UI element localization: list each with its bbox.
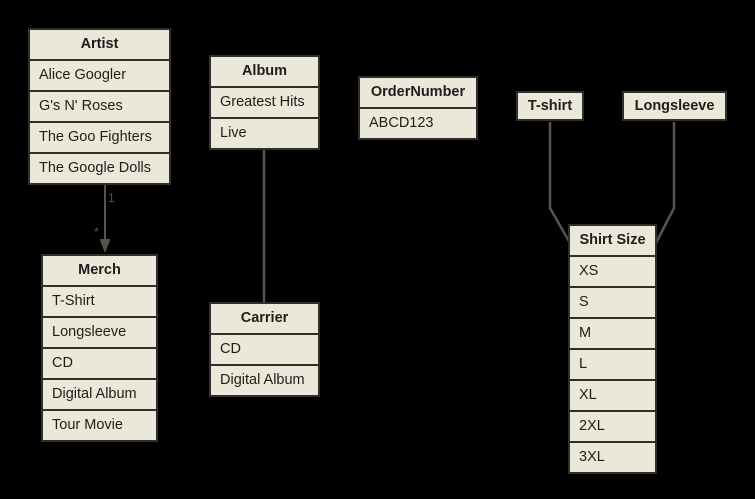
entity-carrier-row[interactable]: CD (211, 335, 318, 364)
entity-album-row[interactable]: Greatest Hits (211, 88, 318, 117)
entity-ordernumber-header: OrderNumber (360, 78, 476, 107)
entity-album-row[interactable]: Live (211, 119, 318, 148)
entity-carrier[interactable]: Carrier CD Digital Album (209, 302, 320, 397)
entity-shirt-size-row[interactable]: XS (570, 257, 655, 286)
entity-artist-row[interactable]: The Goo Fighters (30, 123, 169, 152)
entity-ordernumber[interactable]: OrderNumber ABCD123 (358, 76, 478, 140)
entity-merch-row[interactable]: Longsleeve (43, 318, 156, 347)
entity-artist-row[interactable]: The Google Dolls (30, 154, 169, 183)
entity-artist-header: Artist (30, 30, 169, 59)
entity-merch[interactable]: Merch T-Shirt Longsleeve CD Digital Albu… (41, 254, 158, 442)
entity-shirt-size-row[interactable]: 3XL (570, 443, 655, 472)
entity-carrier-row[interactable]: Digital Album (211, 366, 318, 395)
entity-artist[interactable]: Artist Alice Googler G's N' Roses The Go… (28, 28, 171, 185)
entity-merch-row[interactable]: T-Shirt (43, 287, 156, 316)
entity-ordernumber-row[interactable]: ABCD123 (360, 109, 476, 138)
connector-tshirt-shirtsize (548, 122, 572, 244)
entity-shirt-size-row[interactable]: 2XL (570, 412, 655, 441)
entity-album[interactable]: Album Greatest Hits Live (209, 55, 320, 150)
entity-merch-row[interactable]: Digital Album (43, 380, 156, 409)
connector-artist-merch (99, 185, 111, 253)
connector-longsleeve-shirtsize (654, 122, 676, 244)
entity-artist-row[interactable]: Alice Googler (30, 61, 169, 90)
entity-merch-row[interactable]: CD (43, 349, 156, 378)
edge-label-artist-merch-target: * (94, 225, 99, 239)
entity-shirt-size[interactable]: Shirt Size XS S M L XL 2XL 3XL (568, 224, 657, 474)
entity-shirt-size-row[interactable]: L (570, 350, 655, 379)
entity-artist-row[interactable]: G's N' Roses (30, 92, 169, 121)
edge-label-artist-merch-source: 1 (108, 191, 115, 205)
node-longsleeve[interactable]: Longsleeve (622, 91, 727, 121)
entity-carrier-header: Carrier (211, 304, 318, 333)
entity-album-header: Album (211, 57, 318, 86)
entity-merch-header: Merch (43, 256, 156, 285)
entity-shirt-size-row[interactable]: XL (570, 381, 655, 410)
entity-shirt-size-row[interactable]: S (570, 288, 655, 317)
node-tshirt[interactable]: T-shirt (516, 91, 584, 121)
entity-shirt-size-header: Shirt Size (570, 226, 655, 255)
entity-shirt-size-row[interactable]: M (570, 319, 655, 348)
entity-merch-row[interactable]: Tour Movie (43, 411, 156, 440)
